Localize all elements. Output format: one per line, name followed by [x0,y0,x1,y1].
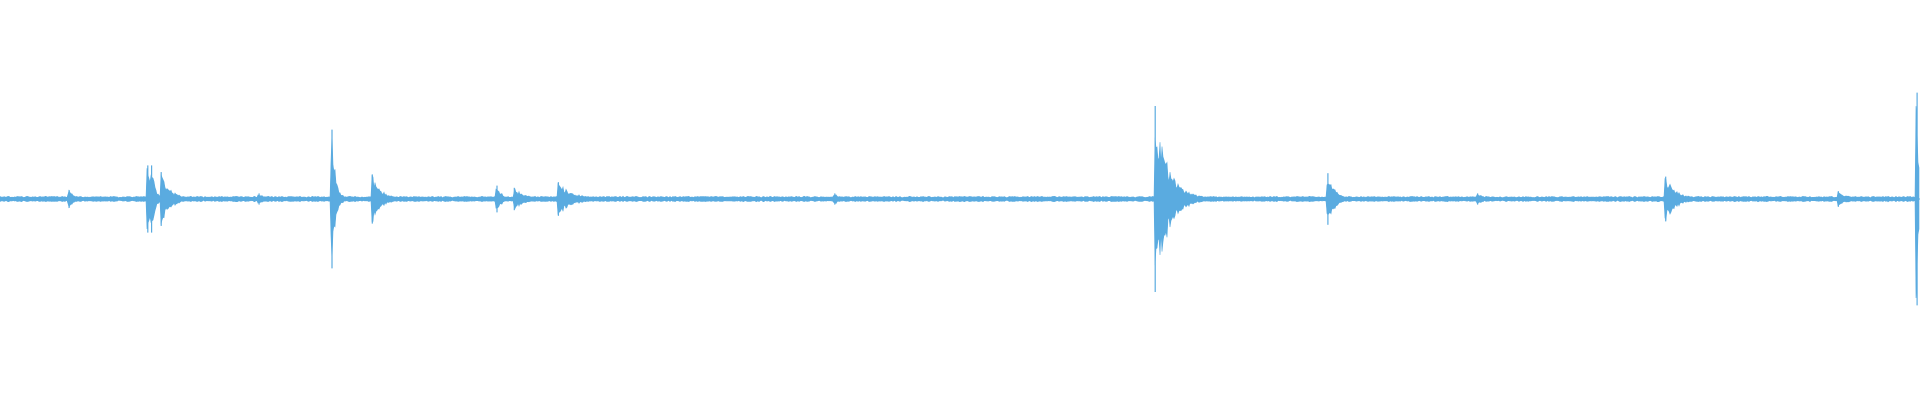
waveform-envelope [0,106,1920,299]
waveform-series [0,92,1920,306]
